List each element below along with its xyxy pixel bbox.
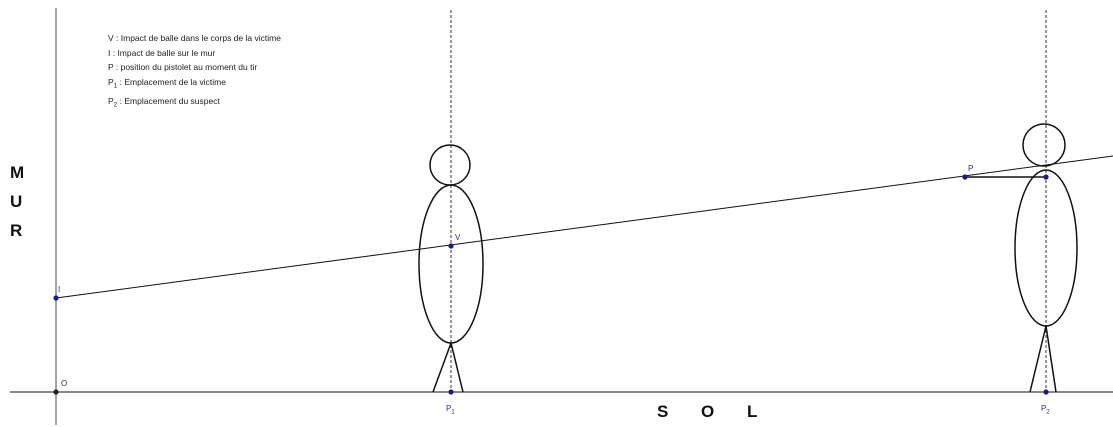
point-p1: [448, 389, 454, 395]
bullet-trajectory-line: [55, 155, 1113, 299]
point-v: [448, 243, 454, 249]
label-v: V: [455, 233, 461, 242]
point-suspect-hand: [1043, 174, 1049, 180]
legend-p1-main: P: [108, 76, 114, 87]
victim-figure: [418, 144, 484, 393]
legend-p1: P1 : Emplacement de la victime: [108, 75, 281, 94]
legend-p2-main: P: [108, 95, 114, 106]
label-i: I: [58, 285, 61, 294]
label-p1-sub: 1: [451, 409, 455, 416]
point-p: [962, 174, 968, 180]
point-o: [53, 389, 59, 395]
victim-head: [429, 144, 471, 186]
label-p2-sub: 2: [1046, 409, 1050, 416]
label-p2-main: P: [1041, 404, 1047, 413]
point-p2: [1043, 389, 1049, 395]
legend-v: V : Impact de balle dans le corps de la …: [108, 33, 281, 43]
victim-left-leg: [432, 342, 452, 393]
label-p: P: [968, 164, 974, 173]
legend-p2: P2 : Emplacement du suspect: [108, 94, 281, 113]
label-o: O: [61, 379, 68, 388]
wall-letter-r: R: [10, 221, 23, 240]
label-p2: P2: [1041, 404, 1050, 416]
legend: V : Impact de balle dans le corps de la …: [108, 31, 281, 113]
victim-body: [418, 184, 484, 344]
suspect-right-leg: [1045, 325, 1057, 393]
suspect-figure: [965, 123, 1078, 393]
suspect-head: [1022, 123, 1066, 167]
legend-p2-text: : Emplacement du suspect: [117, 95, 220, 106]
wall-letter-u: U: [10, 192, 23, 211]
legend-p1-text: : Emplacement de la victime: [117, 76, 226, 87]
legend-i: I : Impact de balle sur le mur: [108, 47, 216, 58]
label-p1: P1: [446, 404, 455, 416]
wall-letter-m: M: [10, 163, 25, 182]
ground-label: S O L: [657, 402, 772, 421]
legend-p1-sub: 1: [113, 82, 118, 90]
label-p1-main: P: [446, 404, 452, 413]
suspect-left-leg: [1029, 325, 1047, 393]
point-i: [53, 295, 59, 301]
victim-right-leg: [450, 342, 464, 393]
legend-p: P : position du pistolet au moment du ti…: [108, 62, 258, 72]
legend-p2-sub: 2: [113, 101, 118, 109]
